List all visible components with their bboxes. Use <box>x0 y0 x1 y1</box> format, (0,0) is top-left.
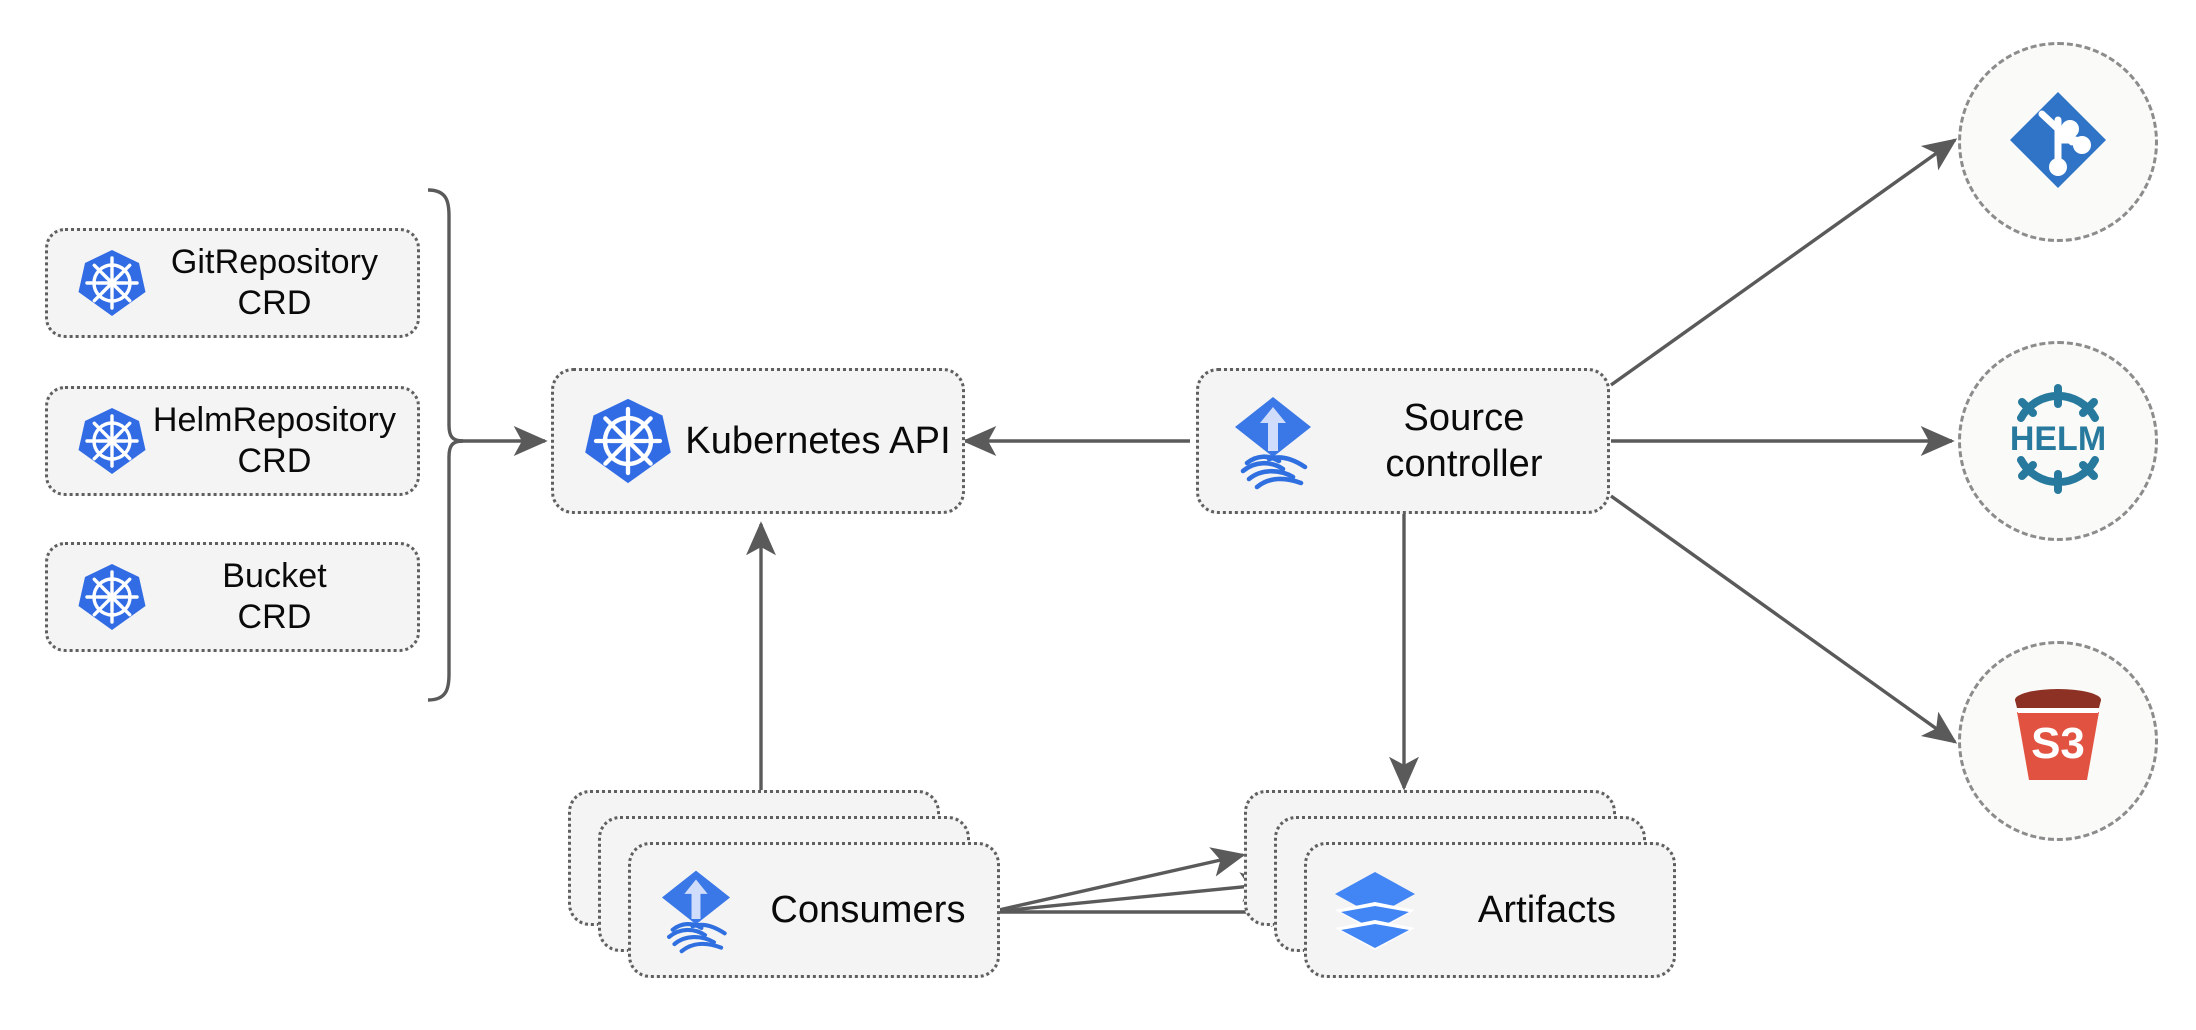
s3-bucket-icon: S3 <box>1999 680 2117 803</box>
node-artifacts-stack[interactable]: Artifacts <box>1244 790 1676 980</box>
node-label: Kubernetes API <box>685 419 951 462</box>
git-icon <box>2002 84 2114 201</box>
consumers-card-front[interactable]: Consumers <box>628 842 1000 978</box>
source-circle-helm[interactable]: HELM <box>1958 341 2158 541</box>
kubernetes-icon <box>582 395 674 487</box>
crd-label: HelmRepository CRD <box>152 400 397 480</box>
flux-icon <box>1225 389 1321 493</box>
node-label: Source controller <box>1385 396 1543 485</box>
node-consumers-stack[interactable]: Consumers <box>568 790 1000 980</box>
helm-wordmark: HELM <box>2010 420 2106 458</box>
crd-box-bucket[interactable]: Bucket CRD <box>45 542 420 652</box>
node-label: Consumers <box>770 888 966 931</box>
layers-icon <box>1329 864 1421 956</box>
node-label: Artifacts <box>1477 888 1617 931</box>
node-source-controller[interactable]: Source controller <box>1196 368 1610 514</box>
source-circle-s3[interactable]: S3 <box>1958 641 2158 841</box>
crd-group-bracket <box>427 188 464 702</box>
artifacts-card-front[interactable]: Artifacts <box>1304 842 1676 978</box>
crd-box-helmrepository[interactable]: HelmRepository CRD <box>45 386 420 496</box>
kubernetes-icon <box>76 247 148 319</box>
edge-source-to-s3 <box>1610 494 1958 744</box>
crd-label: GitRepository CRD <box>170 242 379 322</box>
crd-label: Bucket CRD <box>222 556 327 636</box>
flux-icon <box>653 863 739 957</box>
helm-icon: HELM <box>1999 380 2117 503</box>
kubernetes-icon <box>76 561 148 633</box>
s3-wordmark: S3 <box>2031 719 2085 768</box>
edge-consumers-to-artifacts-1 <box>989 847 1246 914</box>
source-circle-git[interactable] <box>1958 42 2158 242</box>
edge-source-to-git <box>1610 138 1958 387</box>
node-kubernetes-api[interactable]: Kubernetes API <box>551 368 965 514</box>
kubernetes-icon <box>76 405 148 477</box>
crd-box-gitrepository[interactable]: GitRepository CRD <box>45 228 420 338</box>
edge-consumers-to-artifacts-2 <box>989 872 1275 914</box>
